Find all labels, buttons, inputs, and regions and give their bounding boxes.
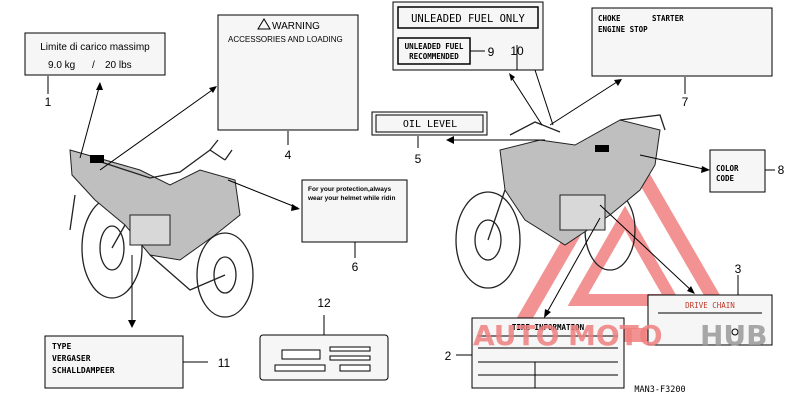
label-1-slash: / <box>92 60 95 71</box>
label-8-line2: CODE <box>716 174 735 183</box>
callout-3: 3 <box>735 262 742 276</box>
label-3-text: DRIVE CHAIN <box>685 301 735 310</box>
label-1-kg: 9.0 kg <box>48 60 75 71</box>
label-6-line1: For your protection,always <box>308 186 391 193</box>
callout-6: 6 <box>352 260 359 274</box>
watermark-text-auto: AUTO <box>473 319 559 352</box>
callout-7: 7 <box>682 95 689 109</box>
left-motorcycle-illustration <box>69 139 254 318</box>
label-8-line1: COLOR <box>716 164 739 173</box>
callout-5: 5 <box>415 152 422 166</box>
callout-10: 10 <box>510 44 524 58</box>
label-4-warning-accessories: WARNING ACCESSORIES AND LOADING <box>217 14 359 131</box>
label-7-choke-starter: CHOKE STARTER ENGINE STOP <box>591 7 773 77</box>
label-2-text: TIRE INFORMATION <box>512 323 585 332</box>
label-11-line3: SCHALLDAMPEER <box>52 366 115 375</box>
label-3-drive-chain: DRIVE CHAIN <box>647 294 773 346</box>
callout-2: 2 <box>445 349 452 363</box>
callout-numbers: 1 2 3 4 5 6 7 8 9 10 11 12 <box>45 44 785 370</box>
label-6-line2: wear your helmet while ridin <box>307 195 395 202</box>
label-11-line1: TYPE <box>52 342 71 351</box>
label-1-text: Limite di carico massimp <box>40 42 150 53</box>
label-10-text: UNLEADED FUEL ONLY <box>411 13 525 25</box>
label-11-line2: VERGASER <box>52 354 91 363</box>
watermark-text: AUTO MOTO HUB <box>473 319 768 352</box>
label-9-line1: UNLEADED FUEL <box>405 42 464 51</box>
label-4-subtitle: ACCESSORIES AND LOADING <box>228 35 343 44</box>
label-2-tire-information: TIRE INFORMATION <box>471 317 625 389</box>
label-9-line2: RECOMMENDED <box>409 52 459 61</box>
right-motorcycle-illustration <box>455 114 666 289</box>
callout-9: 9 <box>488 45 495 59</box>
label-4-title: WARNING <box>272 21 320 32</box>
label-8-color-code: COLOR CODE <box>709 149 766 193</box>
watermark-text-hub: HUB <box>700 319 768 352</box>
label-7-starter: STARTER <box>652 14 684 23</box>
label-6-helmet: For your protection,always wear your hel… <box>301 179 408 243</box>
label-1-load-limit: Limite di carico massimp 9.0 kg / 20 lbs <box>24 32 166 76</box>
leader-lines <box>47 45 775 363</box>
label-1-lbs: 20 lbs <box>105 60 132 71</box>
label-7-engine-stop: ENGINE STOP <box>598 25 648 34</box>
label-5-oil-level: OIL LEVEL <box>371 111 488 136</box>
diagram-code: MAN3-F3200 <box>634 385 685 395</box>
label-12-plate <box>259 334 389 381</box>
callout-12: 12 <box>317 296 331 310</box>
callout-1: 1 <box>45 95 52 109</box>
callout-4: 4 <box>285 148 292 162</box>
label-9-unleaded-recommended: UNLEADED FUEL RECOMMENDED <box>397 37 471 65</box>
label-11-type-vergaser: TYPE VERGASER SCHALLDAMPEER <box>44 335 184 389</box>
watermark-text-moto: MOTO <box>568 319 663 352</box>
callout-8: 8 <box>778 163 785 177</box>
label-7-choke: CHOKE <box>598 14 621 23</box>
label-5-text: OIL LEVEL <box>403 119 457 130</box>
callout-11: 11 <box>218 356 231 370</box>
